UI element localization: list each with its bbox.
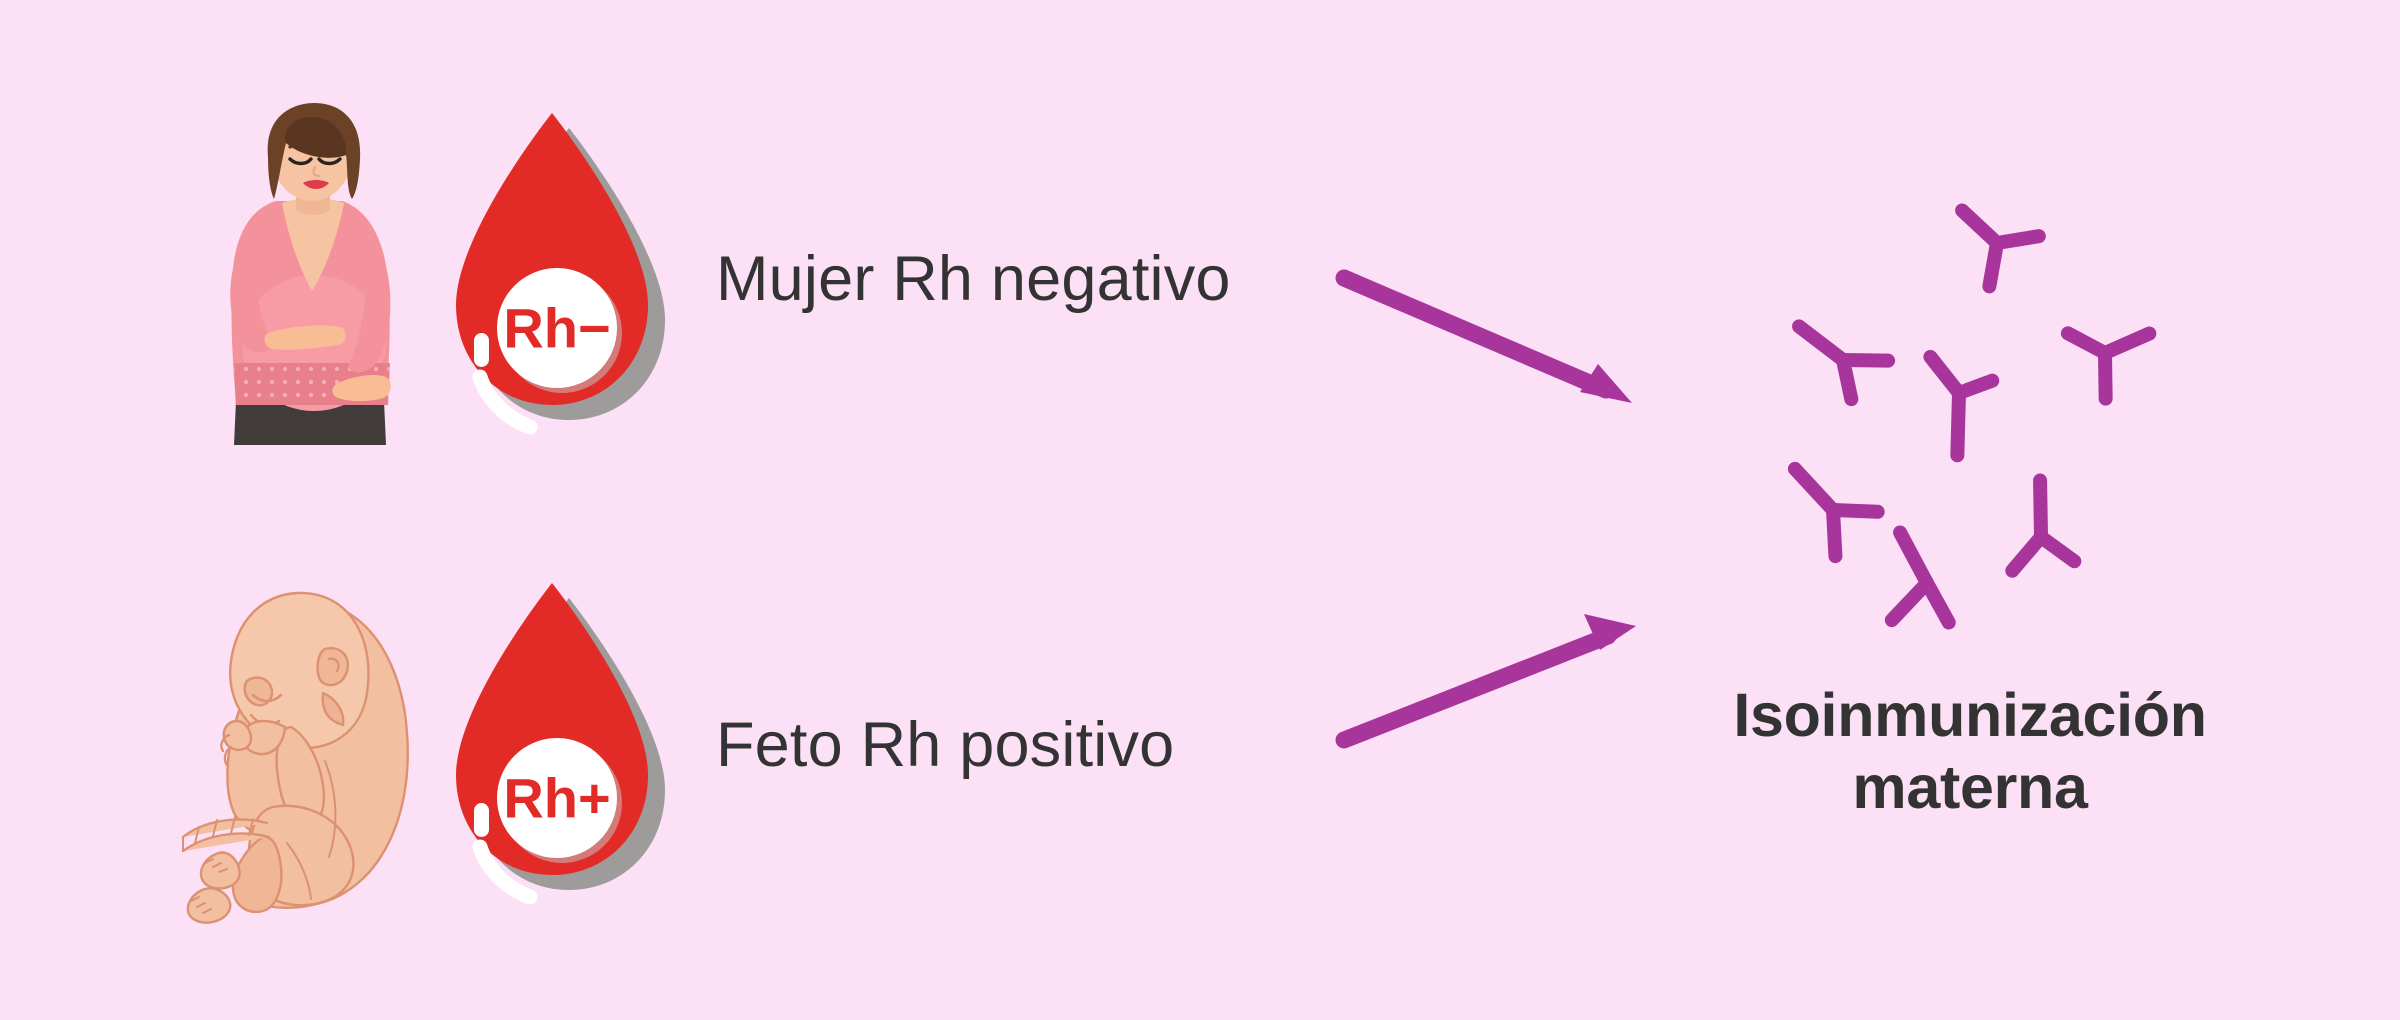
rh-badge-text: Rh+ [503,767,610,830]
blood-drop-rh-negative: Rh− [430,105,685,455]
outcome-title-line-1: Isoinmunización [1733,681,2207,749]
arrow-fetus-to-outcome [1335,614,1636,749]
blood-drop-rh-positive: Rh+ [430,575,685,925]
outcome-title: Isoinmunización materna [1690,680,2250,824]
pregnant-woman-illustration [190,103,430,445]
label-fetus-rh-positive: Feto Rh positivo [716,710,1175,780]
outcome-title-line-2: materna [1852,752,2088,821]
label-mother-rh-negative: Mujer Rh negativo [716,244,1231,314]
rh-badge-text: Rh− [503,297,610,360]
flow-arrows [1330,240,1850,780]
antibody-cluster-icon [1755,165,2185,635]
arrow-mother-to-outcome [1335,269,1632,403]
fetus-illustration [175,575,435,924]
